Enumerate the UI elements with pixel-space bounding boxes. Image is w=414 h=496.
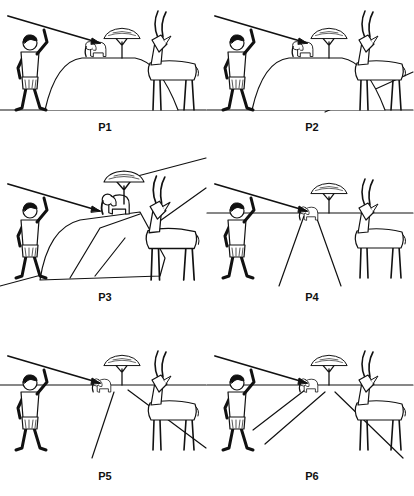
hunter-figure: [215, 16, 307, 110]
hunter-figure: [215, 356, 307, 450]
tree-figure: [311, 355, 347, 385]
panel-label: P6: [305, 470, 318, 482]
tree-figure: [104, 355, 140, 385]
hunter-figure: [8, 16, 100, 110]
antelope-figure: [355, 11, 405, 110]
panel-label: P2: [305, 121, 318, 133]
antelope-figure: [148, 351, 198, 450]
hunter-figure: [8, 184, 100, 278]
tree-figure: [311, 28, 347, 58]
picture-panel: [207, 179, 413, 286]
panel-label: P3: [98, 291, 111, 303]
antelope-figure: [355, 179, 405, 278]
picture-panel: [207, 351, 413, 458]
antelope-figure: [355, 351, 405, 450]
tree-figure: [311, 183, 347, 213]
antelope-figure: [146, 176, 199, 280]
picture-panel: [207, 11, 413, 112]
antelope-figure: [148, 11, 198, 110]
tree-figure: [104, 171, 144, 204]
panel-label: P5: [98, 470, 111, 482]
hunter-figure: [8, 356, 100, 450]
picture-panel: [0, 158, 206, 286]
picture-panel: [0, 351, 206, 458]
picture-panel: [0, 11, 206, 110]
tree-figure: [104, 28, 140, 58]
hunter-figure: [215, 184, 307, 278]
panel-label: P1: [98, 121, 111, 133]
elephant-figure: [102, 194, 130, 214]
panel-label: P4: [305, 291, 318, 303]
